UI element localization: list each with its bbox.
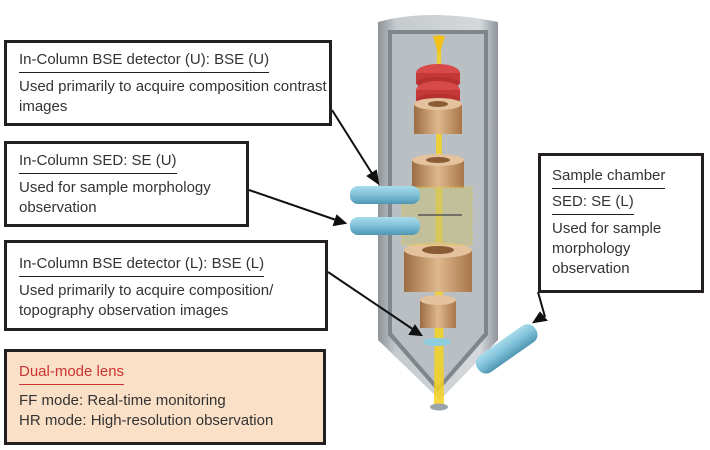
callout-title: Dual-mode lens (19, 363, 125, 385)
objective-lens-icon (404, 98, 472, 328)
sed-u-detector-icon (350, 186, 420, 204)
bse-l-detector-icon (350, 217, 420, 235)
callout-description: Used for sample morphology observation (19, 179, 211, 216)
sample-icon (430, 403, 448, 411)
callout-title: In-Column SED: SE (U) (19, 152, 177, 174)
callout-description: Used primarily to acquire composition/ t… (19, 282, 274, 319)
callout-bse-upper: In-Column BSE detector (U): BSE (U) Used… (4, 40, 332, 126)
callout-sed-upper: In-Column SED: SE (U) Used for sample mo… (4, 141, 249, 227)
callout-title: In-Column BSE detector (U): BSE (U) (19, 51, 270, 73)
callout-title: Sample chamber (552, 167, 666, 189)
callout-arrows (248, 109, 548, 337)
callout-line-ff: FF mode: Real-time monitoring (19, 392, 226, 409)
callout-dual-mode-lens: Dual-mode lens FF mode: Real-time monito… (4, 349, 326, 445)
callout-subtitle: SED: SE (L) (552, 193, 634, 215)
callout-line-hr: HR mode: High-resolution observation (19, 412, 274, 429)
beam-source-icon (433, 36, 445, 56)
callout-bse-lower: In-Column BSE detector (L): BSE (L) Used… (4, 240, 328, 331)
chamber-sed-detector-icon (475, 324, 538, 374)
callout-chamber-sed: Sample chamber SED: SE (L) Used for samp… (538, 153, 704, 293)
callout-title: In-Column BSE detector (L): BSE (L) (19, 255, 265, 277)
callout-description: Used primarily to acquire composition co… (19, 78, 327, 115)
bse-lower-ring-icon (423, 338, 451, 346)
callout-description: Used for sample morphology observation (552, 220, 662, 277)
